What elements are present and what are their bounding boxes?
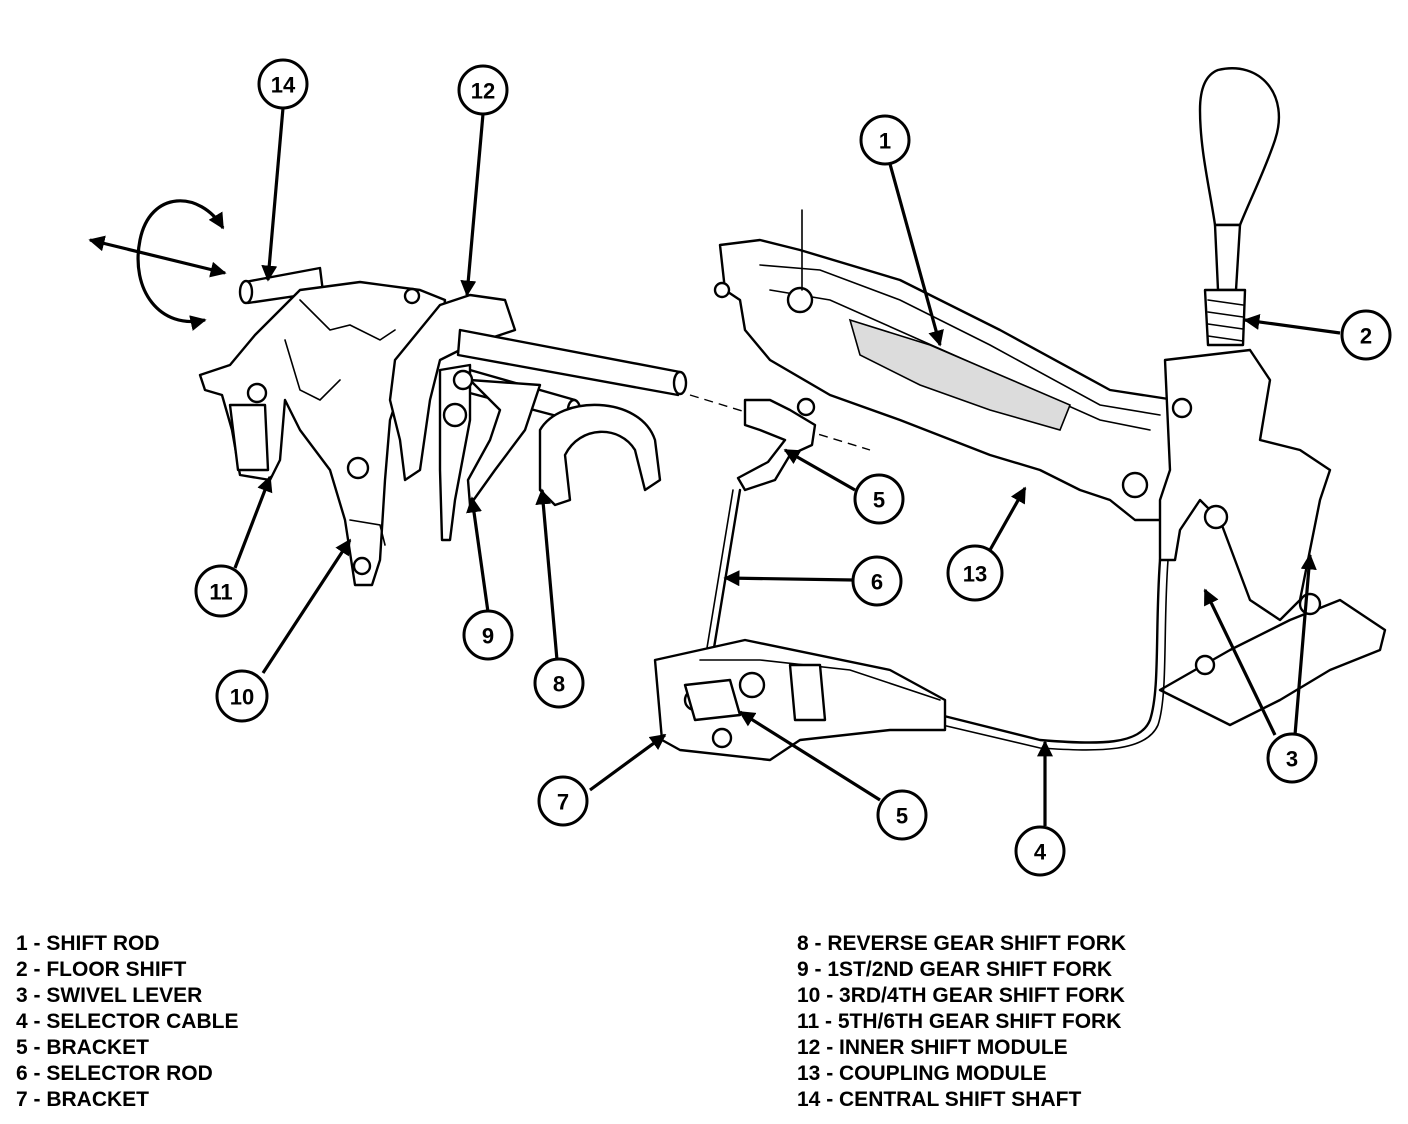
callout-8: 8 — [533, 657, 585, 709]
svg-text:7: 7 — [557, 790, 569, 815]
inner-shift-module-drawing — [88, 199, 688, 587]
leader-lines — [233, 107, 1341, 826]
callout-2: 2 — [1340, 309, 1392, 361]
legend-item-6: 6 - SELECTOR ROD — [16, 1062, 213, 1085]
legend-item-10: 10 - 3RD/4TH GEAR SHIFT FORK — [797, 984, 1125, 1007]
legend-item-11: 11 - 5TH/6TH GEAR SHIFT FORK — [797, 1010, 1122, 1033]
legend-item-14: 14 - CENTRAL SHIFT SHAFT — [797, 1088, 1082, 1111]
svg-text:8: 8 — [553, 672, 565, 697]
svg-text:9: 9 — [482, 624, 494, 649]
svg-text:14: 14 — [271, 73, 296, 98]
legend-left-column: 1 - SHIFT ROD 2 - FLOOR SHIFT 3 - SWIVEL… — [16, 931, 238, 1113]
callout-4: 4 — [1014, 825, 1066, 877]
legend-item-4: 4 - SELECTOR CABLE — [16, 1010, 239, 1033]
svg-text:5: 5 — [873, 488, 885, 513]
legend-item-5: 5 - BRACKET — [16, 1036, 150, 1059]
callout-10: 10 — [215, 669, 269, 723]
callout-5-upper: 5 — [853, 473, 905, 525]
callout-14: 14 — [257, 58, 309, 110]
callout-1: 1 — [859, 114, 911, 166]
shift-mechanism-diagram: 14 12 1 2 5 6 13 3 4 5 7 8 9 10 11 — [88, 58, 1392, 877]
callout-9: 9 — [462, 609, 514, 661]
svg-text:13: 13 — [963, 562, 987, 587]
callout-12: 12 — [457, 64, 509, 116]
callout-11: 11 — [194, 564, 248, 618]
svg-text:6: 6 — [871, 570, 883, 595]
svg-text:2: 2 — [1360, 324, 1372, 349]
callout-7: 7 — [537, 775, 589, 827]
legend-item-1: 1 - SHIFT ROD — [16, 932, 160, 955]
legend-item-3: 3 - SWIVEL LEVER — [16, 984, 203, 1007]
legend-item-9: 9 - 1ST/2ND GEAR SHIFT FORK — [797, 958, 1113, 981]
legend-item-8: 8 - REVERSE GEAR SHIFT FORK — [797, 932, 1127, 955]
callout-13: 13 — [946, 544, 1004, 602]
legend-right-column: 8 - REVERSE GEAR SHIFT FORK 9 - 1ST/2ND … — [797, 931, 1126, 1113]
svg-text:11: 11 — [209, 580, 232, 605]
svg-text:3: 3 — [1286, 747, 1298, 772]
callout-5-lower: 5 — [876, 789, 928, 841]
svg-text:10: 10 — [230, 685, 254, 710]
callout-6: 6 — [851, 555, 903, 607]
svg-text:5: 5 — [896, 804, 908, 829]
legend-item-12: 12 - INNER SHIFT MODULE — [797, 1036, 1068, 1059]
svg-text:12: 12 — [471, 79, 495, 104]
legend-item-13: 13 - COUPLING MODULE — [797, 1062, 1047, 1085]
shift-rod-drawing — [653, 67, 1387, 762]
legend-item-2: 2 - FLOOR SHIFT — [16, 958, 187, 981]
legend-item-7: 7 - BRACKET — [16, 1088, 150, 1111]
svg-text:4: 4 — [1034, 840, 1047, 865]
callout-3: 3 — [1266, 732, 1318, 784]
svg-text:1: 1 — [879, 129, 891, 154]
